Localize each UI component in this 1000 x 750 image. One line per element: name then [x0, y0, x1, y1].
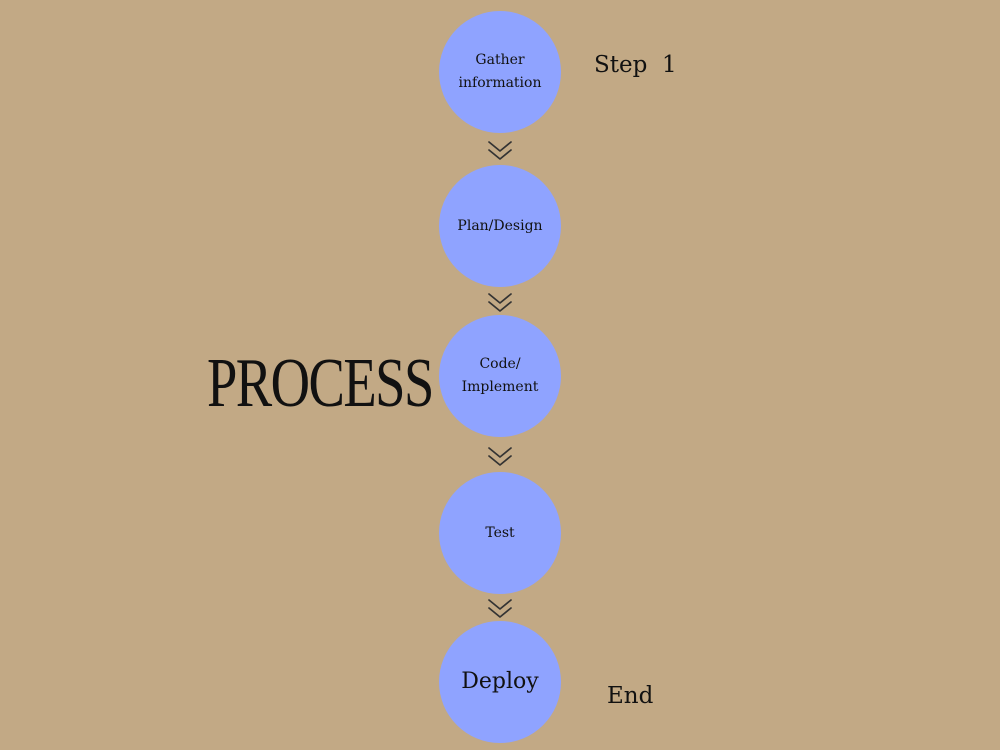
double-chevron-down-icon — [487, 598, 513, 620]
double-chevron-down-icon — [487, 446, 513, 468]
process-step-code-implement: Code/ Implement — [439, 315, 561, 437]
double-chevron-down-icon — [487, 292, 513, 314]
process-step-test: Test — [439, 472, 561, 594]
start-label: Step 1 — [594, 52, 677, 78]
diagram-title: PROCESS — [207, 345, 434, 422]
process-step-gather-information: Gather information — [439, 11, 561, 133]
end-label: End — [607, 683, 654, 709]
process-step-deploy: Deploy — [439, 621, 561, 743]
step-label: Code/ Implement — [461, 356, 539, 395]
step-label: Gather information — [458, 52, 542, 91]
step-label: Plan/Design — [457, 217, 543, 234]
process-step-plan-design: Plan/Design — [439, 165, 561, 287]
double-chevron-down-icon — [487, 140, 513, 162]
step-label: Test — [485, 524, 515, 541]
step-label: Deploy — [461, 669, 539, 694]
